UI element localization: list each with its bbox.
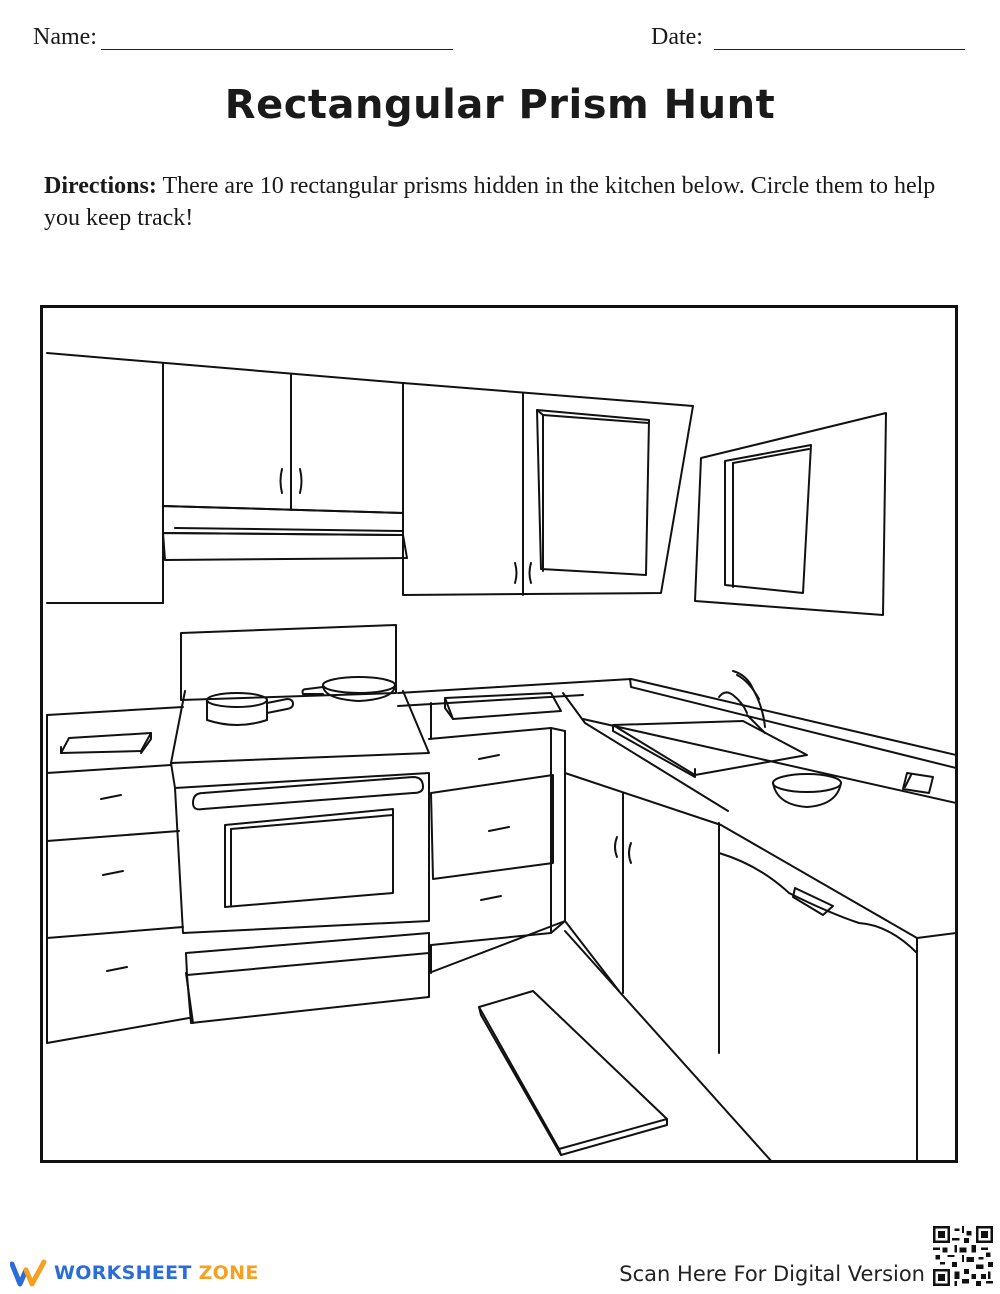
- directions: Directions: There are 10 rectangular pri…: [44, 170, 954, 234]
- name-label: Name:: [33, 24, 97, 50]
- page-title: Rectangular Prism Hunt: [224, 82, 776, 128]
- book-on-counter: [444, 692, 562, 720]
- small-block: [902, 772, 934, 794]
- window: [694, 412, 887, 616]
- bowl: [772, 773, 842, 808]
- stove: [170, 624, 430, 1024]
- floor-mat: [478, 990, 668, 1156]
- date-field[interactable]: [714, 49, 965, 50]
- worksheetzone-logo[interactable]: WORKSHEET ZONE: [10, 1256, 259, 1290]
- upper-right-cabinet: [402, 382, 694, 596]
- right-base-cabinets: [550, 730, 918, 1054]
- brand-name: WORKSHEET ZONE: [54, 1262, 259, 1284]
- upper-middle-cabinet: [162, 362, 404, 514]
- worksheetzone-logo-icon: [10, 1259, 47, 1287]
- range-hood: [162, 505, 408, 561]
- middle-lower-cabinets: [428, 727, 566, 974]
- kitchen-illustration: [40, 305, 958, 1163]
- date-label: Date:: [651, 24, 703, 50]
- dishwasher: [718, 852, 955, 1160]
- cutting-board-left: [60, 732, 152, 754]
- left-lower-cabinets: [46, 772, 190, 1044]
- directions-label: Directions:: [44, 173, 157, 199]
- upper-left-cabinet: [46, 352, 404, 604]
- sink-faucet: [612, 670, 808, 778]
- directions-text: There are 10 rectangular prisms hidden i…: [44, 173, 936, 231]
- qr-code-icon[interactable]: [933, 1226, 993, 1286]
- name-field[interactable]: [101, 49, 453, 50]
- scan-text: Scan Here For Digital Version: [619, 1262, 925, 1286]
- floor: [428, 920, 772, 1160]
